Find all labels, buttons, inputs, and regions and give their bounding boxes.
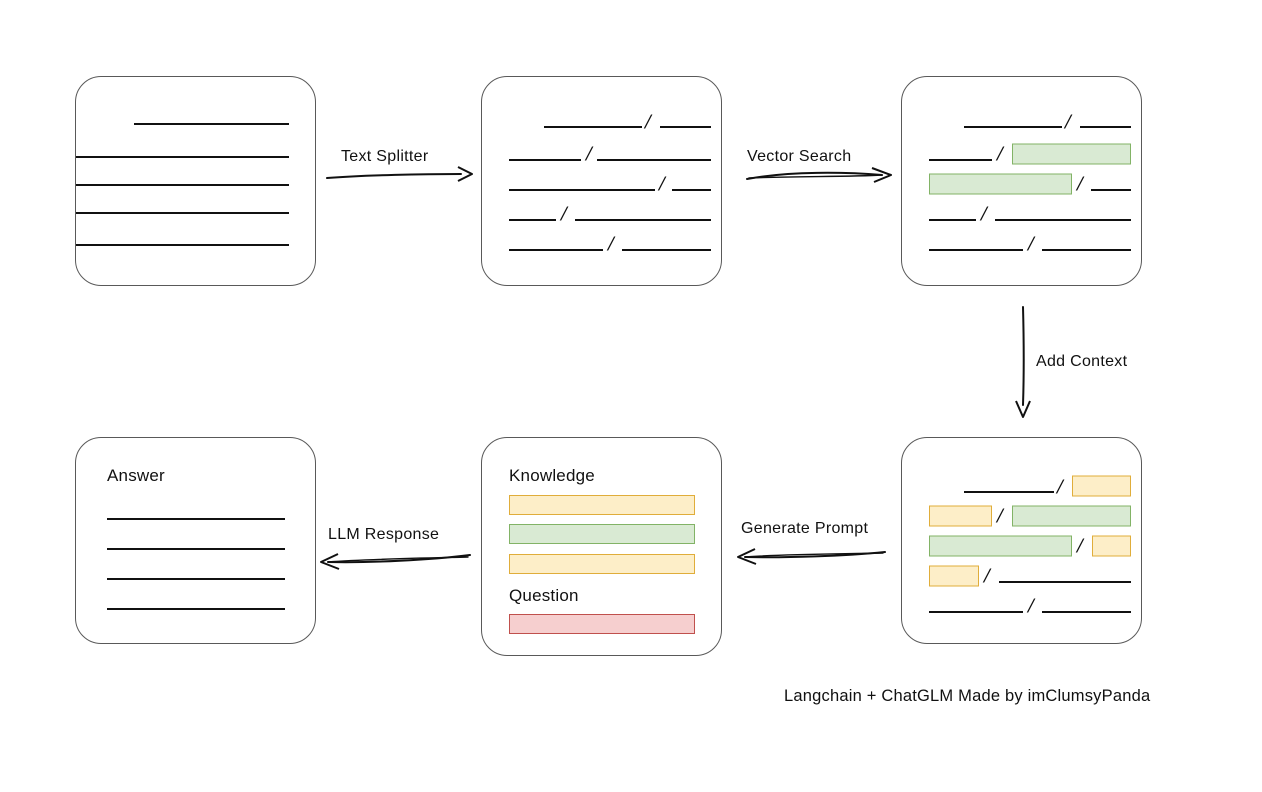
chunk-slash-icon: / bbox=[586, 141, 592, 166]
prompt-knowledge-heading: Knowledge bbox=[509, 466, 595, 485]
chunk-slash-icon: / bbox=[997, 141, 1003, 166]
answer-line bbox=[107, 608, 285, 610]
prompt-bar-question[interactable] bbox=[509, 614, 695, 634]
box-split-chunks[interactable]: / / / / / bbox=[481, 76, 722, 286]
chunk-line bbox=[660, 126, 711, 128]
arrow-label-generate-prompt: Generate Prompt bbox=[741, 520, 869, 537]
doc-line bbox=[76, 184, 289, 186]
chunk-line bbox=[995, 219, 1131, 221]
arrow-generate-prompt bbox=[737, 548, 886, 565]
chunk-pill-green[interactable] bbox=[1012, 505, 1131, 527]
chunk-line bbox=[575, 219, 711, 221]
chunk-pill-yellow[interactable] bbox=[1072, 475, 1131, 497]
arrow-label-vector-search: Vector Search bbox=[747, 148, 852, 165]
chunk-line bbox=[1080, 126, 1131, 128]
chunk-pill-yellow[interactable] bbox=[1092, 535, 1131, 557]
chunk-line bbox=[964, 126, 1062, 128]
footer-credit: Langchain + ChatGLM Made by imClumsyPand… bbox=[784, 687, 1151, 705]
chunk-slash-icon: / bbox=[659, 171, 665, 196]
chunk-line bbox=[597, 159, 711, 161]
chunk-line bbox=[999, 581, 1131, 583]
answer-line bbox=[107, 578, 285, 580]
chunk-line bbox=[509, 219, 556, 221]
chunk-slash-icon: / bbox=[1065, 109, 1071, 134]
doc-line bbox=[76, 156, 289, 158]
arrow-vector-search bbox=[746, 167, 892, 183]
chunk-line bbox=[929, 611, 1023, 613]
chunk-slash-icon: / bbox=[608, 231, 614, 256]
chunk-line bbox=[509, 189, 655, 191]
doc-line bbox=[76, 212, 289, 214]
box-source-document[interactable] bbox=[75, 76, 316, 286]
arrow-text-splitter bbox=[326, 166, 473, 182]
chunk-slash-icon: / bbox=[984, 563, 990, 588]
arrow-add-context bbox=[1015, 306, 1031, 418]
chunk-pill-yellow[interactable] bbox=[929, 505, 992, 527]
answer-line bbox=[107, 548, 285, 550]
chunk-line bbox=[929, 219, 976, 221]
arrow-label-text-splitter: Text Splitter bbox=[341, 148, 429, 165]
chunk-line bbox=[1042, 611, 1131, 613]
box-answer[interactable]: Answer bbox=[75, 437, 316, 644]
chunk-slash-icon: / bbox=[981, 201, 987, 226]
chunk-slash-icon: / bbox=[997, 503, 1003, 528]
chunk-slash-icon: / bbox=[561, 201, 567, 226]
chunk-slash-icon: / bbox=[1028, 231, 1034, 256]
chunk-line bbox=[509, 249, 603, 251]
chunk-slash-icon: / bbox=[1077, 533, 1083, 558]
answer-heading: Answer bbox=[107, 466, 165, 485]
chunk-pill-green[interactable] bbox=[1012, 143, 1131, 165]
arrow-label-llm-response: LLM Response bbox=[328, 526, 440, 543]
chunk-slash-icon: / bbox=[645, 109, 651, 134]
chunk-slash-icon: / bbox=[1028, 593, 1034, 618]
box-prompt[interactable]: Knowledge Question bbox=[481, 437, 722, 656]
box-retrieved-chunks[interactable]: / / / / / bbox=[901, 76, 1142, 286]
chunk-line bbox=[964, 491, 1054, 493]
chunk-line bbox=[672, 189, 711, 191]
prompt-question-heading: Question bbox=[509, 586, 579, 605]
chunk-line bbox=[1042, 249, 1131, 251]
chunk-line bbox=[509, 159, 581, 161]
chunk-pill-green[interactable] bbox=[929, 535, 1072, 557]
answer-line bbox=[107, 518, 285, 520]
prompt-bar-knowledge-1[interactable] bbox=[509, 495, 695, 515]
chunk-slash-icon: / bbox=[1057, 474, 1063, 499]
chunk-line bbox=[1091, 189, 1131, 191]
box-context-chunks[interactable]: / / / / / bbox=[901, 437, 1142, 644]
chunk-slash-icon: / bbox=[1077, 171, 1083, 196]
chunk-pill-green[interactable] bbox=[929, 173, 1072, 195]
arrow-label-add-context: Add Context bbox=[1036, 353, 1128, 370]
doc-line bbox=[134, 123, 289, 125]
chunk-pill-yellow[interactable] bbox=[929, 565, 979, 587]
chunk-line bbox=[622, 249, 711, 251]
doc-line bbox=[76, 244, 289, 246]
chunk-line bbox=[929, 159, 992, 161]
prompt-bar-knowledge-3[interactable] bbox=[509, 554, 695, 574]
chunk-line bbox=[929, 249, 1023, 251]
arrow-llm-response bbox=[320, 553, 471, 570]
prompt-bar-knowledge-2[interactable] bbox=[509, 524, 695, 544]
chunk-line bbox=[544, 126, 642, 128]
